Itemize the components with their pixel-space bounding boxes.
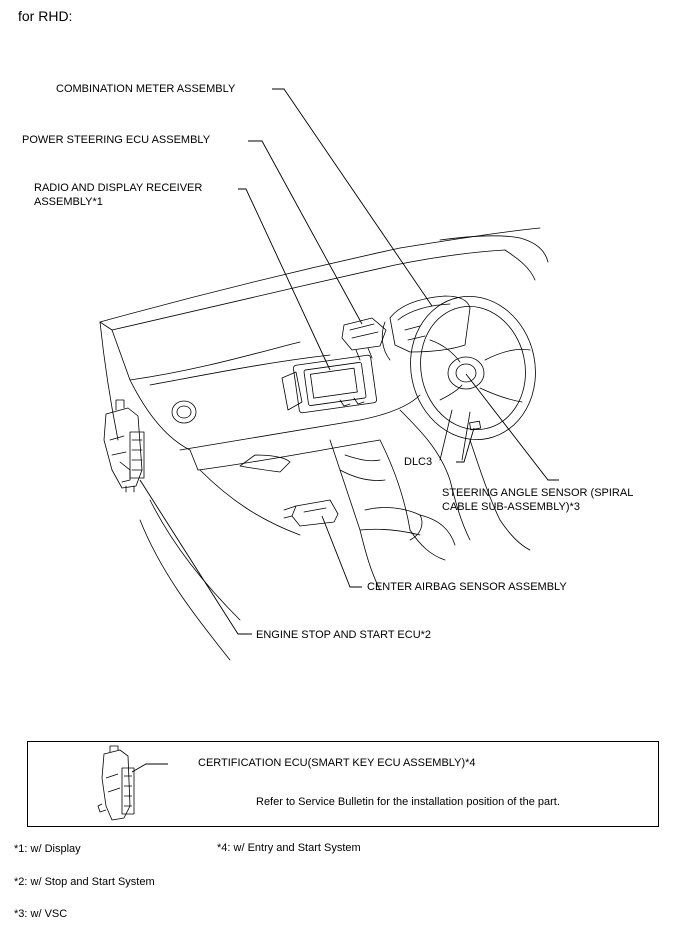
label-power-steering-ecu: POWER STEERING ECU ASSEMBLY [22, 134, 211, 146]
leader-power-steering [248, 140, 363, 325]
left-vent [171, 400, 197, 424]
certification-ecu-illustration [97, 745, 168, 821]
label-radio-line2: ASSEMBLY*1 [34, 196, 103, 208]
leader-engine-stop-start [139, 479, 252, 635]
leader-combination-meter [272, 88, 433, 307]
label-engine-stop-start: ENGINE STOP AND START ECU*2 [256, 629, 432, 641]
dlc3-connector [469, 420, 482, 431]
dash-face [99, 321, 191, 451]
legend-box: CERTIFICATION ECU(SMART KEY ECU ASSEMBLY… [27, 741, 659, 827]
leader-center-airbag [321, 515, 362, 588]
dash-top-outline [99, 227, 541, 323]
label-dlc3: DLC3 [404, 456, 433, 468]
label-steering-sensor-line2: CABLE SUB-ASSEMBLY)*3 [442, 501, 580, 513]
radio-unit [293, 354, 377, 414]
center-airbag-sensor [291, 499, 339, 527]
steering-wheel [410, 296, 536, 440]
label-steering-sensor-line1: STEERING ANGLE SENSOR (SPIRAL [442, 487, 634, 499]
label-radio-line1: RADIO AND DISPLAY RECEIVER [34, 182, 203, 194]
footnote-2: *2: w/ Stop and Start System [14, 876, 155, 888]
service-bulletin-note: Refer to Service Bulletin for the instal… [256, 796, 560, 808]
label-center-airbag: CENTER AIRBAG SENSOR ASSEMBLY [367, 581, 567, 593]
footnote-4: *4: w/ Entry and Start System [217, 842, 361, 854]
footnote-3: *3: w/ VSC [14, 908, 68, 920]
combination-meter [389, 295, 471, 353]
leader-radio [238, 188, 331, 371]
dash-top-inner [111, 249, 506, 331]
label-combination-meter: COMBINATION METER ASSEMBLY [56, 83, 236, 95]
engine-stop-start-ecu [103, 407, 143, 489]
glovebox [199, 469, 301, 536]
steering-column [439, 409, 471, 461]
leader-steering-sensor [465, 373, 559, 481]
page-header: for RHD: [18, 8, 73, 24]
label-certification-ecu: CERTIFICATION ECU(SMART KEY ECU ASSEMBLY… [198, 757, 476, 769]
footnote-1: *1: w/ Display [14, 843, 81, 855]
power-steering-ecu [341, 317, 387, 351]
leader-dlc3 [456, 427, 475, 463]
